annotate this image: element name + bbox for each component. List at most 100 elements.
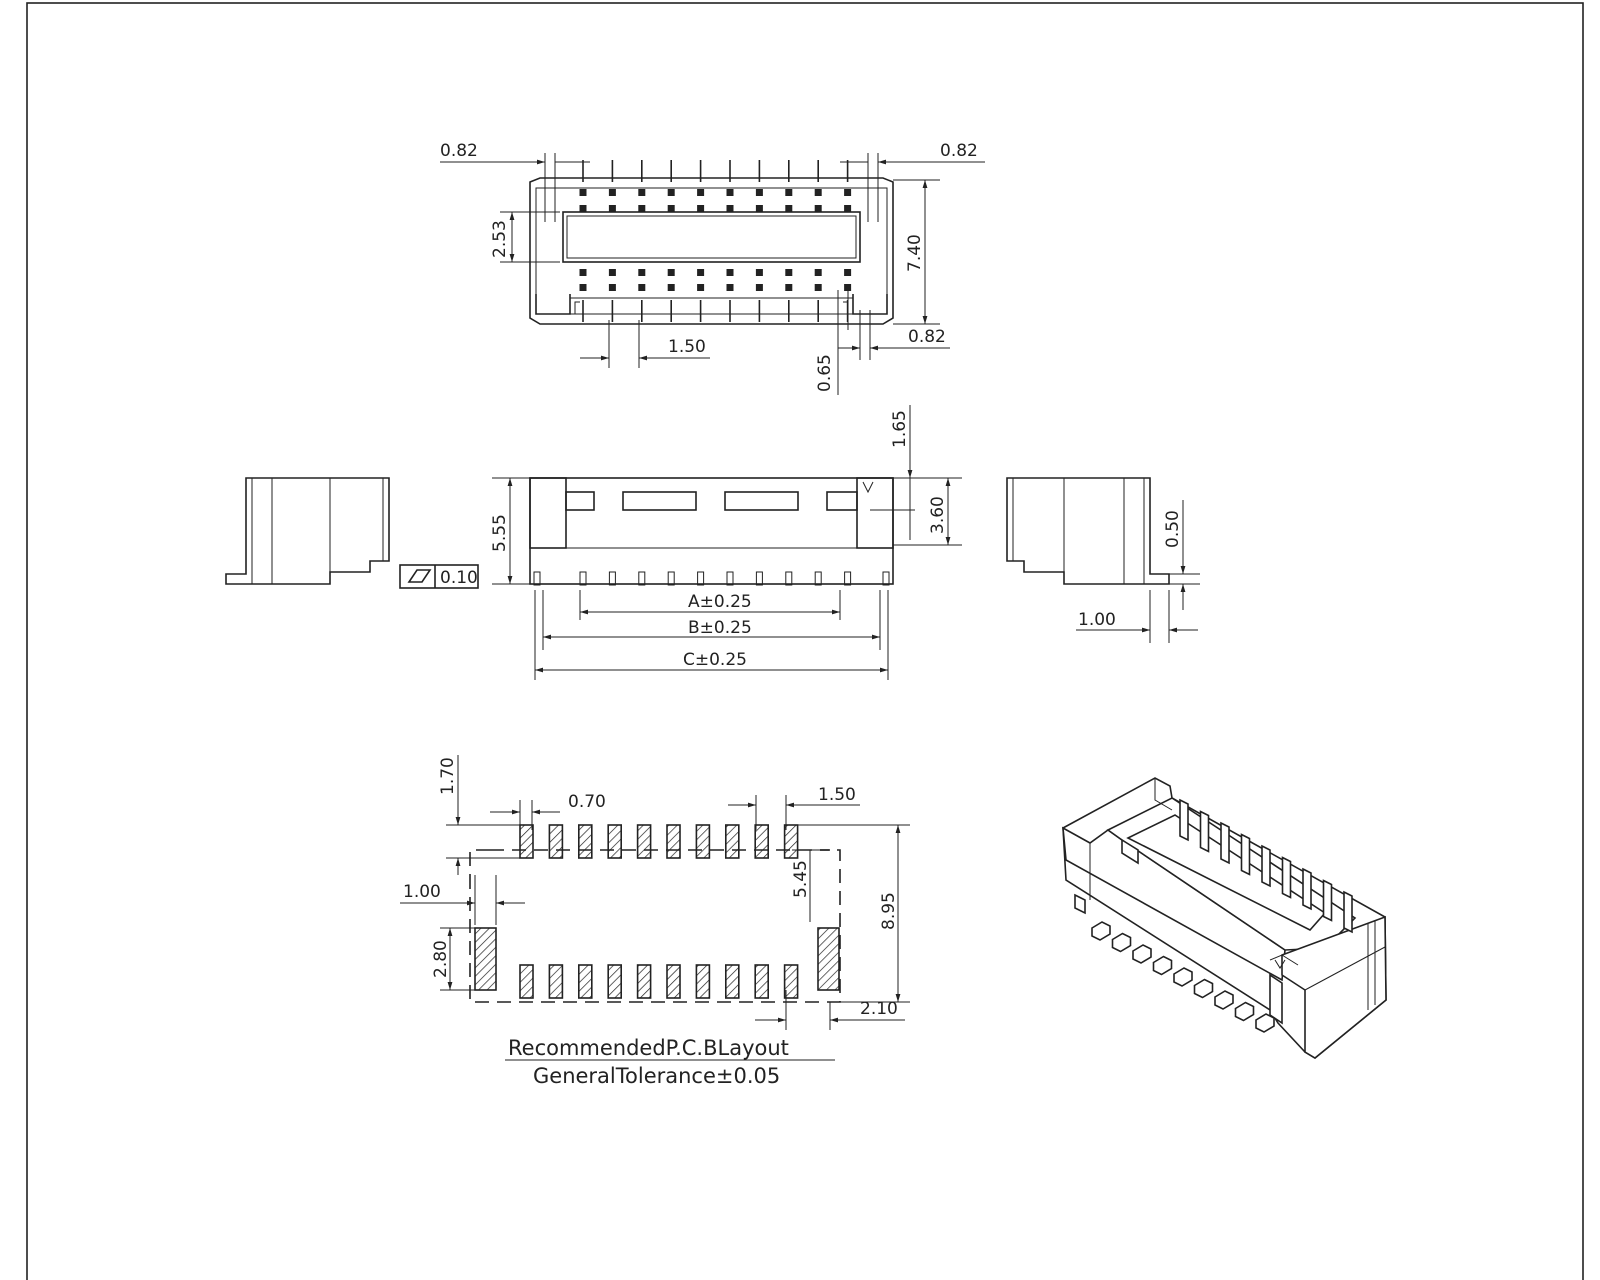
iso-contact (1179, 798, 1189, 842)
pcb-pad-top (577, 824, 593, 859)
pcb-pad-top (754, 824, 770, 859)
top-view: 0.82 0.82 2.53 7.40 0.82 1.50 0.65 (440, 141, 985, 395)
top-pin-contact (608, 284, 616, 291)
iso-contact (1199, 810, 1210, 853)
top-pin-contact (579, 205, 587, 212)
top-pin-contact (844, 269, 852, 276)
top-pin-contact (814, 284, 822, 291)
pcb-pad-top (666, 824, 681, 859)
top-pin-contact (814, 269, 822, 276)
front-pin (785, 571, 793, 586)
top-pin-contact (638, 269, 646, 276)
iso-top-contacts (1179, 798, 1353, 934)
isometric-view (1062, 777, 1387, 1059)
pcb-dim-hold-gap: 1.00 (403, 882, 441, 902)
top-pin-contact (844, 189, 852, 196)
front-pin (608, 571, 616, 586)
top-pin-contact (638, 189, 646, 196)
pcb-dim-pad-pitch: 1.50 (818, 785, 856, 805)
iso-contact (1220, 821, 1230, 865)
front-pin (844, 571, 852, 586)
top-pin-contact (667, 189, 675, 196)
pcb-pad-bottom (607, 964, 623, 999)
top-pin-contact (814, 205, 822, 212)
top-pin-contact (667, 284, 675, 291)
pcb-pad-bottom (636, 964, 652, 999)
front-dim-c: C±0.25 (683, 650, 747, 670)
front-dim-a: A±0.25 (688, 592, 752, 612)
pcb-pad-top (548, 824, 564, 859)
top-pin-contact (579, 269, 587, 276)
iso-contact (1240, 833, 1251, 876)
iso-foot-lead (1173, 967, 1193, 987)
top-pin-contact (697, 269, 705, 276)
top-dim-left-offset: 0.82 (440, 141, 478, 161)
pcb-pad-top (519, 824, 534, 859)
top-dim-right-offset: 0.82 (940, 141, 978, 161)
top-pin-contact (755, 269, 763, 276)
pcb-pad-bottom (695, 964, 711, 999)
top-pin-contact (785, 205, 793, 212)
side-dim-standoff: 0.50 (1163, 510, 1183, 548)
top-pin-contact (579, 284, 587, 291)
front-pin (726, 571, 734, 586)
front-dim-upper-height: 3.60 (928, 496, 948, 534)
pcb-dim-pad-offset: 1.70 (438, 757, 458, 795)
iso-contact (1343, 890, 1353, 934)
iso-contact (1261, 844, 1271, 888)
pcb-pad-top (695, 824, 711, 859)
front-hold-tab (533, 571, 541, 586)
pcb-layout-title: RecommendedP.C.BLayout (508, 1036, 789, 1060)
front-hold-tab (882, 571, 890, 586)
top-pin-contact (785, 189, 793, 196)
pcb-dim-total-height: 8.95 (879, 892, 899, 930)
top-pin-contact (755, 205, 763, 212)
top-pin-contact (785, 269, 793, 276)
front-view-pins (533, 571, 890, 586)
pcb-pad-bottom (666, 964, 681, 999)
front-dim-b: B±0.25 (688, 618, 752, 638)
left-side-view: 0.10 (225, 477, 479, 589)
pcb-layout: 1.70 0.70 1.50 1.00 2.80 5.45 8.95 2.10 (400, 755, 910, 1088)
front-pin (697, 571, 705, 586)
top-dim-corner: 0.82 (908, 327, 946, 347)
pcb-dim-hold-height: 2.80 (431, 940, 451, 978)
top-pin-contact (726, 205, 734, 212)
pcb-pad-top (607, 824, 623, 859)
flatness-value: 0.10 (440, 568, 478, 588)
top-pin-contact (697, 189, 705, 196)
front-view: 5.55 1.65 3.60 A±0.25 B±0.25 C±0.25 (490, 405, 962, 680)
top-pin-contact (844, 205, 852, 212)
pcb-dim-hold-width: 2.10 (860, 999, 898, 1019)
top-pin-contact (608, 269, 616, 276)
top-pin-contact (667, 205, 675, 212)
top-pin-contact (608, 205, 616, 212)
pcb-pad-bottom (754, 964, 770, 999)
front-dim-body-height: 5.55 (490, 514, 510, 552)
drawing-frame (26, 2, 1584, 1280)
top-dim-pitch: 1.50 (668, 337, 706, 357)
flatness-frame (399, 564, 479, 589)
top-pin-contact (697, 205, 705, 212)
hold-pad-right (817, 927, 840, 991)
pcb-pad-bottom (577, 964, 593, 999)
iso-contact (1322, 879, 1333, 922)
top-pin-contact (667, 269, 675, 276)
general-tolerance: GeneralTolerance±0.05 (533, 1064, 780, 1088)
iso-foot-lead (1152, 955, 1173, 976)
top-pin-contact (755, 284, 763, 291)
pcb-pad-bottom (519, 964, 534, 999)
top-dim-body-height: 7.40 (905, 234, 925, 272)
top-pin-contact (726, 189, 734, 196)
front-pin (755, 571, 763, 586)
pcb-dim-pad-width: 0.70 (568, 792, 606, 812)
top-dim-opening-height: 2.53 (490, 220, 510, 258)
pcb-pad-bottom (724, 964, 740, 999)
top-pin-contact (608, 189, 616, 196)
iso-foot-lead (1091, 921, 1111, 941)
iso-foot-lead (1132, 944, 1152, 964)
top-pin-contact (638, 205, 646, 212)
iso-foot-lead (1111, 932, 1132, 953)
top-pin-contact (579, 189, 587, 196)
pcb-pad-top (783, 824, 799, 859)
